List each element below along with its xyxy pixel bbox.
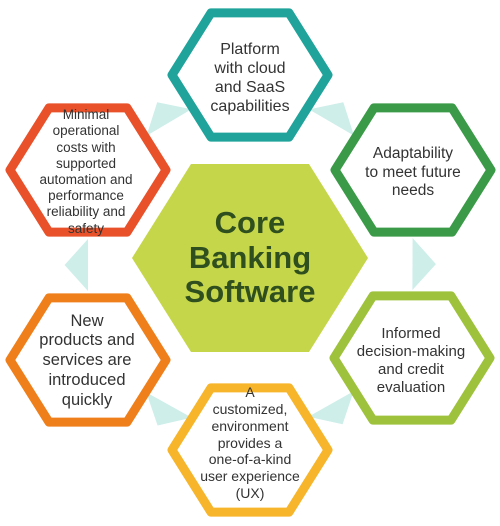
center-hexagon (132, 164, 368, 352)
hexagon-platform (167, 8, 333, 142)
hexagon-informed (329, 291, 495, 425)
center-label: Core Banking Software (184, 204, 316, 310)
connector-triangle (146, 392, 192, 426)
hexagon-layer (5, 8, 496, 517)
connector-layer (64, 102, 436, 426)
hexagon-customized (167, 383, 333, 517)
hex-label-platform: Platform with cloud and SaaS capabilitie… (210, 40, 290, 116)
connector-triangle (309, 102, 354, 136)
connector-triangle (412, 238, 436, 290)
hex-label-customized: A customized, environment provides a one… (200, 384, 300, 501)
hex-label-minimal-costs: Minimal operational costs with supported… (39, 107, 133, 236)
connector-triangle (64, 239, 88, 291)
hexagon-minimal-costs (5, 103, 171, 237)
connector-triangle (146, 102, 192, 136)
hex-label-informed: Informed decision-making and credit eval… (356, 325, 466, 396)
hexagon-adaptability (330, 103, 496, 237)
hex-label-new-products: New products and services are introduced… (39, 311, 135, 409)
hexagon-new-products (5, 293, 171, 427)
connector-triangle (308, 391, 354, 425)
hex-label-adaptability: Adaptability to meet future needs (365, 145, 461, 200)
